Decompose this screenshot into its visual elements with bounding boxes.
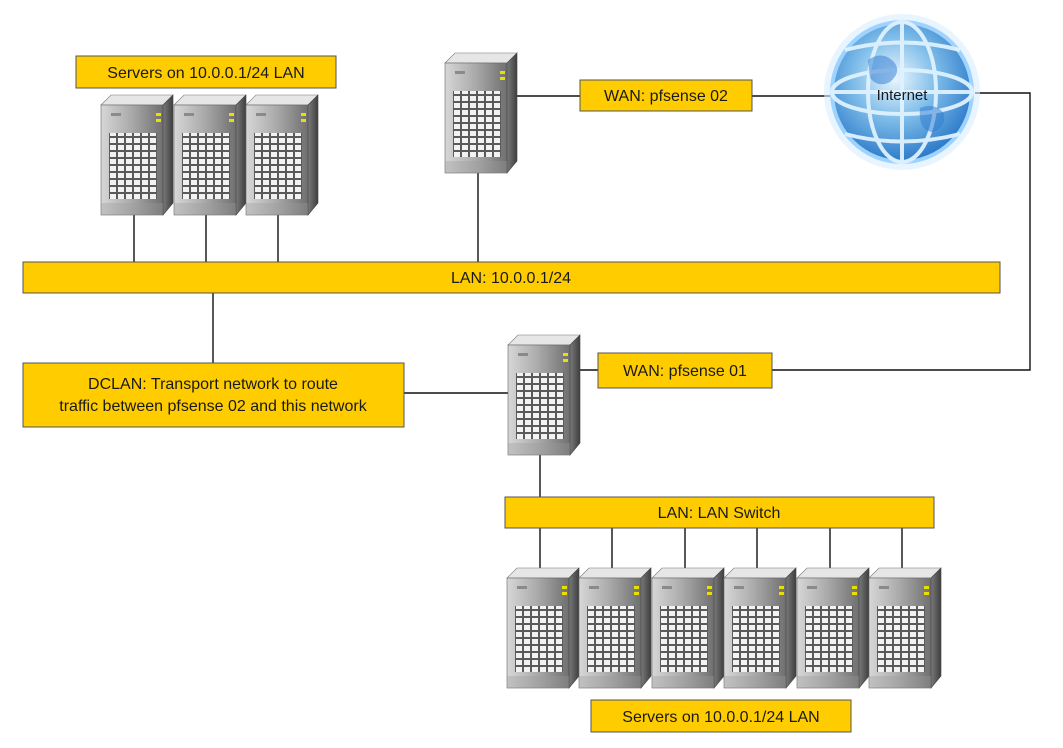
server-tower-icon (245, 94, 319, 216)
servers-top-box: Servers on 10.0.0.1/24 LAN (75, 55, 337, 89)
server-group-bottom (506, 567, 942, 689)
internet-label: Internet (877, 87, 929, 104)
dclan-label-line1: DCLAN: Transport network to route (88, 376, 338, 393)
connection-lines (133, 92, 1031, 568)
globe-icon: Internet (824, 14, 980, 170)
wan-pfsense02-box: WAN: pfsense 02 (579, 79, 753, 112)
wan-pfsense02-label: WAN: pfsense 02 (604, 88, 728, 105)
server-group-top (100, 94, 319, 216)
server-tower-icon (796, 567, 870, 689)
server-tower-icon (868, 567, 942, 689)
servers-bottom-box: Servers on 10.0.0.1/24 LAN (590, 699, 852, 733)
server-tower-icon (578, 567, 652, 689)
lan-main-bar: LAN: 10.0.0.1/24 (22, 261, 1001, 294)
lan-switch-bar: LAN: LAN Switch (504, 496, 935, 529)
server-tower-icon (723, 567, 797, 689)
server-tower-icon (173, 94, 247, 216)
wan-pfsense01-label: WAN: pfsense 01 (623, 363, 747, 380)
servers-top-label: Servers on 10.0.0.1/24 LAN (107, 65, 304, 82)
pfsense02-server-icon (444, 52, 518, 174)
servers-bottom-label: Servers on 10.0.0.1/24 LAN (622, 709, 819, 726)
server-tower-icon (506, 567, 580, 689)
dclan-label-line2: traffic between pfsense 02 and this netw… (59, 398, 367, 415)
dclan-box: DCLAN: Transport network to route traffi… (22, 362, 405, 428)
server-tower-icon (651, 567, 725, 689)
wan-pfsense01-box: WAN: pfsense 01 (597, 352, 773, 389)
server-tower-icon (100, 94, 174, 216)
lan-main-label: LAN: 10.0.0.1/24 (451, 270, 571, 287)
pfsense01-server-icon (507, 334, 581, 456)
lan-switch-label: LAN: LAN Switch (658, 505, 781, 522)
link-internet-wan01 (772, 92, 1031, 371)
